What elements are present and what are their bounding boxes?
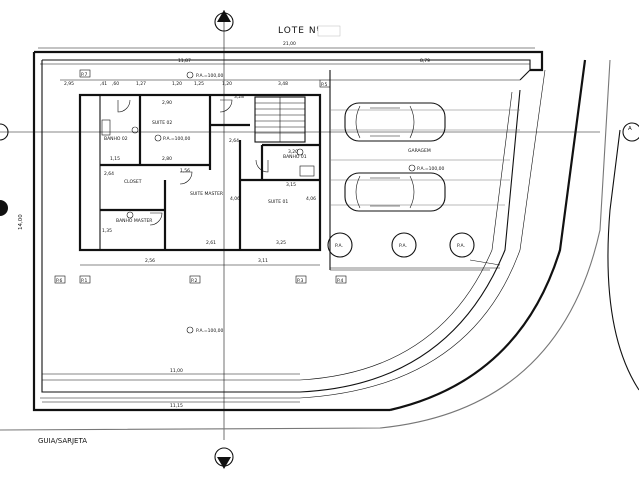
room-label: SUITE MASTER — [190, 191, 223, 197]
svg-text:P.3: P.3 — [297, 278, 303, 284]
lot-title: LOTE Nº — [278, 26, 322, 36]
svg-text:1,20: 1,20 — [172, 81, 182, 87]
svg-text:2,61: 2,61 — [206, 240, 216, 246]
svg-text:P.A.=100,00: P.A.=100,00 — [163, 136, 191, 142]
svg-text:3,48: 3,48 — [278, 81, 288, 87]
svg-text:P.2: P.2 — [191, 278, 197, 284]
garage — [329, 70, 520, 271]
room-label: SUITE 02 — [152, 120, 172, 126]
svg-text:P.A.=100,00: P.A.=100,00 — [417, 166, 445, 172]
side-dimension: 14,00 — [18, 214, 24, 230]
staircase — [254, 96, 306, 143]
svg-text:11,00: 11,00 — [170, 368, 183, 374]
svg-text:1,15: 1,15 — [110, 156, 120, 162]
svg-text:1,27: 1,27 — [136, 81, 146, 87]
svg-text:P.A.=100,00: P.A.=100,00 — [196, 73, 224, 79]
svg-text:P.1: P.1 — [81, 278, 87, 284]
room-label: BANHO 01 — [283, 154, 307, 160]
svg-text:2,80: 2,80 — [162, 156, 172, 162]
fixture-icon — [131, 126, 139, 134]
tree-icon: P.A. — [449, 232, 475, 258]
svg-text:P.A.: P.A. — [335, 243, 343, 249]
fixture-icon — [296, 148, 304, 156]
tree-icon: P.A. — [391, 232, 417, 258]
curb-label: GUIA/SARJETA — [38, 437, 87, 445]
car-icon — [344, 172, 446, 212]
svg-text:P.A.=100,00: P.A.=100,00 — [196, 328, 224, 334]
door — [149, 212, 163, 226]
house-walls — [78, 93, 322, 252]
svg-text:3,11: 3,11 — [258, 258, 268, 264]
svg-text:3,15: 3,15 — [286, 182, 296, 188]
svg-text:11,15: 11,15 — [170, 403, 183, 409]
fixture-icon — [299, 165, 315, 177]
svg-text:P.A.: P.A. — [457, 243, 465, 249]
svg-text:P.4: P.4 — [337, 278, 343, 284]
svg-text:P.7: P.7 — [81, 72, 87, 78]
svg-text:P.A.: P.A. — [399, 243, 407, 249]
fixture-icon — [126, 211, 134, 219]
room-label: BANHO 02 — [104, 136, 128, 142]
svg-text:1,25: 1,25 — [194, 81, 204, 87]
left-edge-dot — [0, 200, 8, 216]
room-label: CLOSET — [124, 179, 142, 185]
svg-text:4,06: 4,06 — [230, 196, 240, 202]
pillar-markers: P.1 P.2 P.3 P.4 P.5 P.6 P.7 — [54, 69, 347, 284]
door — [117, 99, 131, 113]
svg-text:1,56: 1,56 — [180, 168, 190, 174]
svg-text:2,95: 2,95 — [64, 81, 74, 87]
svg-text:2,90: 2,90 — [162, 100, 172, 106]
svg-text:2,64: 2,64 — [229, 138, 239, 144]
svg-text:3,20: 3,20 — [288, 149, 298, 155]
street-curve — [607, 129, 639, 391]
svg-text:1,35: 1,35 — [102, 228, 112, 234]
lot-number-box — [317, 25, 341, 37]
curb-line — [0, 59, 611, 431]
svg-text:8,79: 8,79 — [420, 58, 430, 64]
level-marker: P.A.=100,00 — [154, 134, 191, 142]
svg-text:3,25: 3,25 — [276, 240, 286, 246]
level-marker: P.A.=100,00 — [186, 326, 224, 334]
room-label: BANHO MASTER — [116, 218, 152, 224]
svg-text:P.6: P.6 — [56, 278, 62, 284]
svg-text:1,20: 1,20 — [222, 81, 232, 87]
section-marker-right: A — [622, 122, 639, 142]
section-marker-left — [0, 123, 600, 141]
svg-text:A: A — [628, 126, 632, 132]
section-marker-top — [214, 10, 234, 440]
car-icon — [344, 102, 446, 142]
svg-text:2,64: 2,64 — [104, 171, 114, 177]
svg-text:3,28: 3,28 — [234, 94, 244, 100]
room-label: SUITE 01 — [268, 199, 288, 205]
level-marker: P.A.=100,00 — [408, 164, 445, 172]
door — [219, 99, 233, 113]
svg-text:P.5: P.5 — [321, 82, 327, 88]
lot-boundary — [32, 50, 587, 412]
door — [179, 171, 193, 185]
svg-text:,60: ,60 — [112, 81, 119, 87]
section-marker-bottom — [214, 447, 234, 469]
fixture-icon — [101, 119, 111, 136]
svg-text:2,56: 2,56 — [145, 258, 155, 264]
tree-icon: P.A. — [327, 232, 353, 258]
door — [255, 159, 269, 173]
room-label: GARAGEM — [408, 148, 431, 154]
svg-text:11,87: 11,87 — [178, 58, 191, 64]
svg-text:,41: ,41 — [100, 81, 107, 87]
level-marker: P.A.=100,00 — [186, 71, 224, 79]
svg-text:4,06: 4,06 — [306, 196, 316, 202]
svg-text:21,00: 21,00 — [283, 41, 296, 47]
